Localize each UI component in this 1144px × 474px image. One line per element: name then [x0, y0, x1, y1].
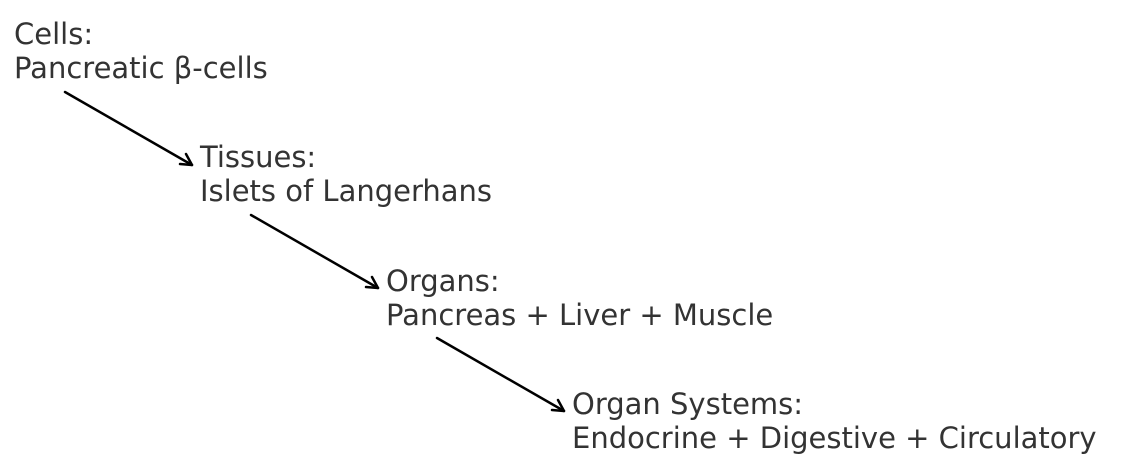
level-detail: Pancreatic β-cells — [14, 51, 268, 85]
level-detail: Pancreas + Liver + Muscle — [386, 298, 774, 332]
level-heading: Organs: — [386, 264, 500, 298]
level-heading: Cells: — [14, 17, 94, 51]
arrow-cells-to-tissues — [63, 90, 194, 167]
level-organs: Organs: Pancreas + Liver + Muscle — [386, 264, 773, 332]
level-heading: Organ Systems: — [572, 387, 804, 421]
level-detail: Endocrine + Digestive + Circulatory — [572, 421, 1097, 455]
level-detail: Islets of Langerhans — [200, 174, 493, 208]
level-tissues: Tissues: Islets of Langerhans — [200, 140, 492, 208]
arrow-tissues-to-organs — [249, 213, 380, 290]
level-organ-systems: Organ Systems: Endocrine + Digestive + C… — [572, 387, 1097, 455]
arrow-organs-to-organ-systems — [435, 336, 566, 413]
level-cells: Cells: Pancreatic β-cells — [14, 17, 268, 85]
level-heading: Tissues: — [200, 140, 317, 174]
